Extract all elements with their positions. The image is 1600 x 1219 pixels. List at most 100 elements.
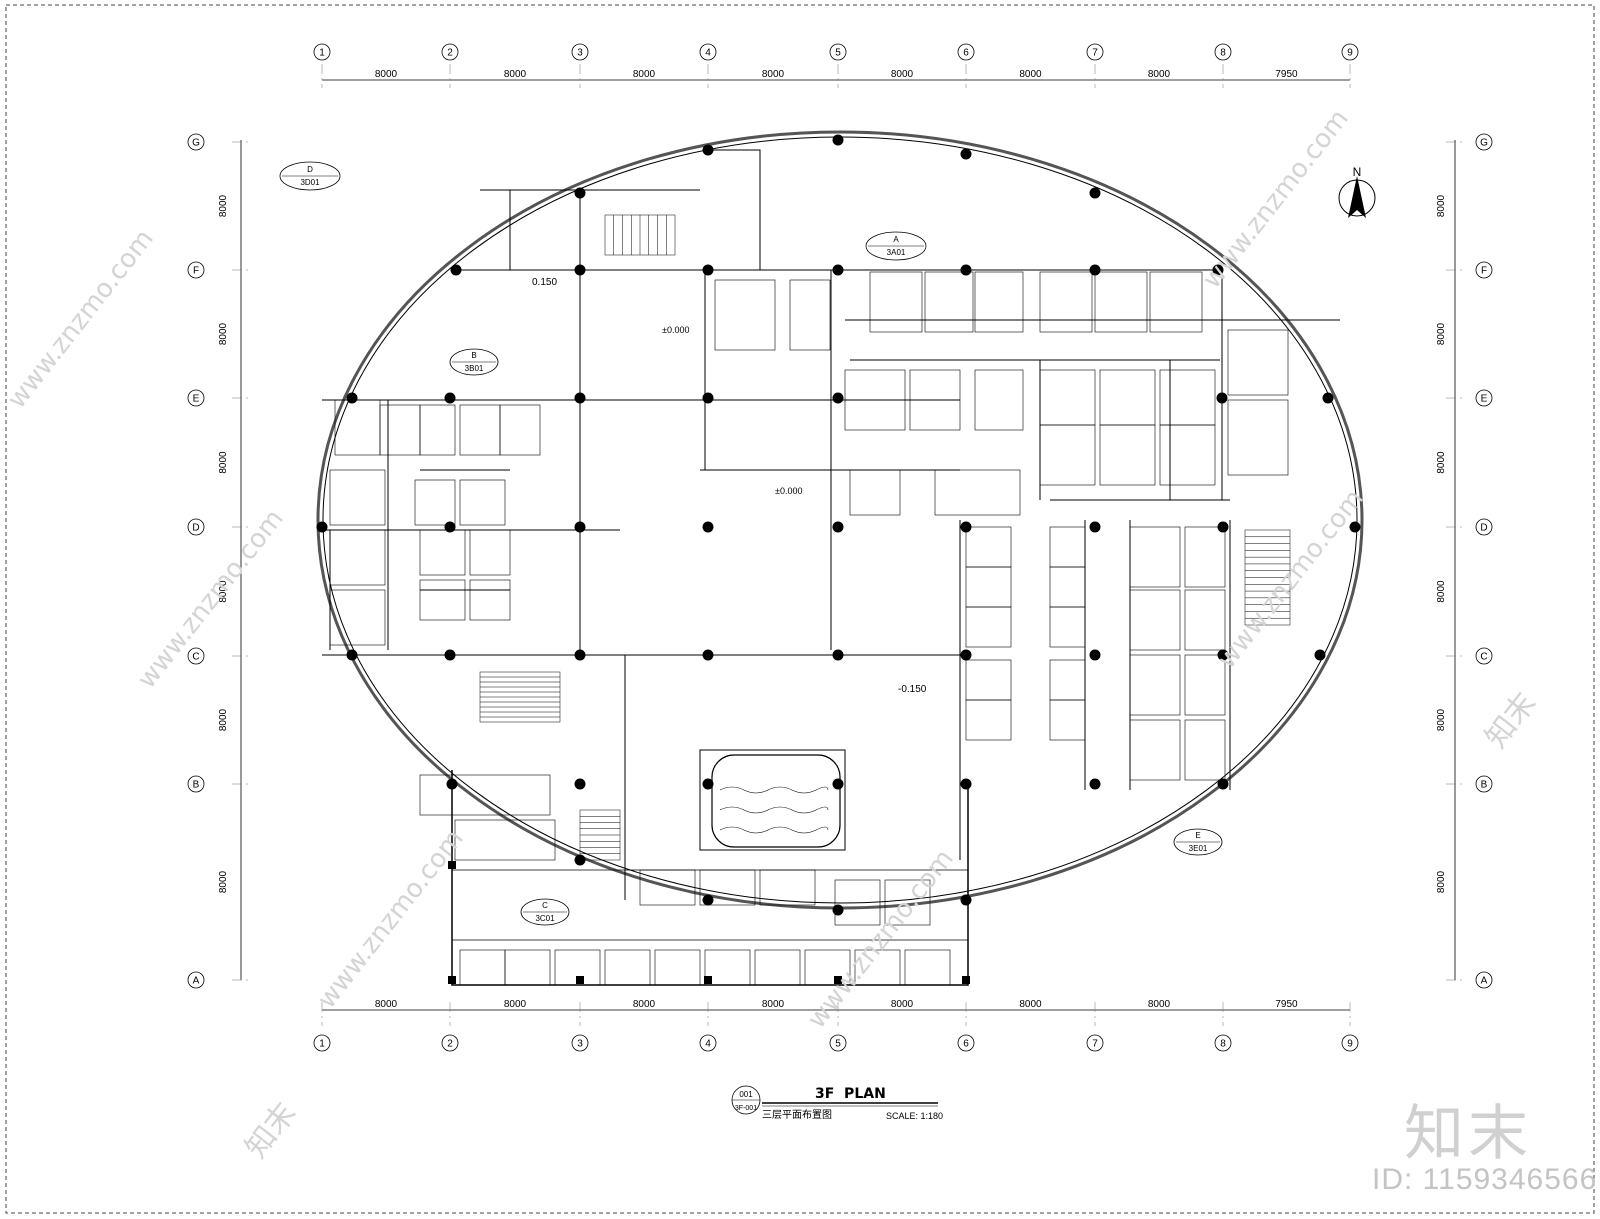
grid-column-bubble — [313, 43, 331, 61]
room-outline — [604, 949, 651, 986]
grid-row-label: D — [192, 523, 199, 534]
grid-row-label: G — [192, 138, 200, 149]
north-arrow: N — [1338, 165, 1376, 218]
grid-row-label: E — [193, 394, 200, 405]
grid-row-bubble — [1475, 389, 1493, 407]
grid-column-label: 3 — [577, 1039, 583, 1050]
room-outline — [654, 949, 701, 986]
structural-column — [702, 521, 714, 533]
svg-text:www.znzmo.com: www.znzmo.com — [1212, 484, 1370, 674]
room-outline — [1159, 369, 1216, 426]
room-outline — [869, 271, 923, 333]
room-outline — [704, 949, 751, 986]
structural-column — [1217, 778, 1229, 790]
room-outline — [1227, 399, 1289, 476]
structural-column — [960, 521, 972, 533]
structural-column — [702, 144, 714, 156]
room-outline — [965, 566, 1012, 608]
section-marker-a: A 3A01 — [865, 231, 927, 261]
pool — [711, 754, 841, 848]
column-spacing-label: 8000 — [891, 69, 914, 80]
row-spacing-label: 4300 — [1433, 0, 1456, 3]
structural-column — [574, 778, 586, 790]
room-outline — [789, 279, 831, 351]
grid-row-label: F — [1481, 266, 1487, 277]
room-outline — [1159, 424, 1216, 486]
room-outline — [1129, 719, 1181, 781]
row-spacing-label: 8000 — [218, 580, 229, 603]
room-outlines — [329, 271, 1289, 986]
grid-column-lines — [321, 64, 1351, 1026]
north-label: N — [1353, 165, 1362, 179]
grid-row-bubble — [1475, 133, 1493, 151]
column-spacing-label: 7950 — [1275, 999, 1298, 1010]
structural-column — [1217, 649, 1229, 661]
structural-column — [1089, 264, 1101, 276]
structural-column — [702, 649, 714, 661]
grid-column-bubble — [1214, 1034, 1232, 1052]
grid-row-bubble — [187, 971, 205, 989]
structural-column — [446, 778, 458, 790]
structural-column — [832, 778, 844, 790]
column-spacing-label: 8000 — [891, 999, 914, 1010]
room-outline — [965, 606, 1012, 648]
room-outline — [759, 869, 816, 906]
watermark-logo: 知末 — [1404, 1099, 1532, 1169]
svg-text:A: A — [893, 235, 899, 244]
row-spacing-label: 8000 — [218, 194, 229, 217]
room-outline — [1184, 526, 1226, 588]
section-marker-d: D 3D01 — [279, 161, 341, 191]
grid-row-bubble — [1475, 261, 1493, 279]
grid-column-label: 7 — [1092, 48, 1098, 59]
structural-column — [1216, 392, 1228, 404]
index-top: 001 — [739, 1090, 753, 1099]
grid-column-label: 5 — [835, 48, 841, 59]
grid-row-bubble — [1475, 775, 1493, 793]
svg-text:知末: 知末 — [1479, 686, 1544, 755]
row-spacing-label: 4300 — [215, 0, 238, 3]
level-label: 0.150 — [532, 277, 557, 288]
column-spacing-label: 8000 — [504, 999, 527, 1010]
room-outline — [844, 369, 906, 431]
grid-row-bubble — [187, 133, 205, 151]
grid-column-label: 2 — [447, 48, 453, 59]
grid-row-bubble — [187, 261, 205, 279]
room-outline — [1049, 566, 1086, 608]
room-outline — [965, 699, 1012, 741]
room-outline — [329, 469, 386, 526]
structural-column — [444, 521, 456, 533]
svg-text:www.znzmo.com: www.znzmo.com — [2, 224, 160, 414]
room-outline — [1129, 589, 1181, 651]
column-dimension-labels: 8000800080008000800080008000800080008000… — [375, 69, 1298, 1010]
title-block: 001 3F-001 3F PLAN 三层平面布置图 SCALE: 1:180 — [731, 1085, 943, 1121]
staircases — [479, 214, 1291, 861]
room-outline — [754, 949, 801, 986]
structural-column — [704, 976, 712, 984]
structural-column — [1089, 778, 1101, 790]
room-outline — [1149, 271, 1203, 333]
svg-text:www.znzmo.com: www.znzmo.com — [312, 824, 470, 1014]
column-spacing-label: 8000 — [762, 999, 785, 1010]
svg-text:知末: 知末 — [239, 1096, 304, 1165]
grid-row-bubble — [187, 647, 205, 665]
svg-text:3A01: 3A01 — [887, 248, 906, 257]
grid-column-label: 6 — [963, 1039, 969, 1050]
grid-row-lines — [232, 141, 1464, 981]
grid-column-bubble — [313, 1034, 331, 1052]
grid-column-bubble — [699, 1034, 717, 1052]
structural-column — [960, 649, 972, 661]
structural-column — [316, 521, 328, 533]
grid-column-bubble — [1086, 1034, 1104, 1052]
structural-column — [702, 778, 714, 790]
room-outline — [469, 579, 511, 621]
grid-column-bubble — [1086, 43, 1104, 61]
room-outline — [854, 949, 901, 986]
grid-row-label: A — [1481, 976, 1488, 987]
structural-column — [832, 904, 844, 916]
structural-column — [832, 521, 844, 533]
room-outline — [1129, 654, 1181, 716]
level-label: ±0.000 — [775, 486, 802, 496]
room-outline — [459, 479, 506, 526]
